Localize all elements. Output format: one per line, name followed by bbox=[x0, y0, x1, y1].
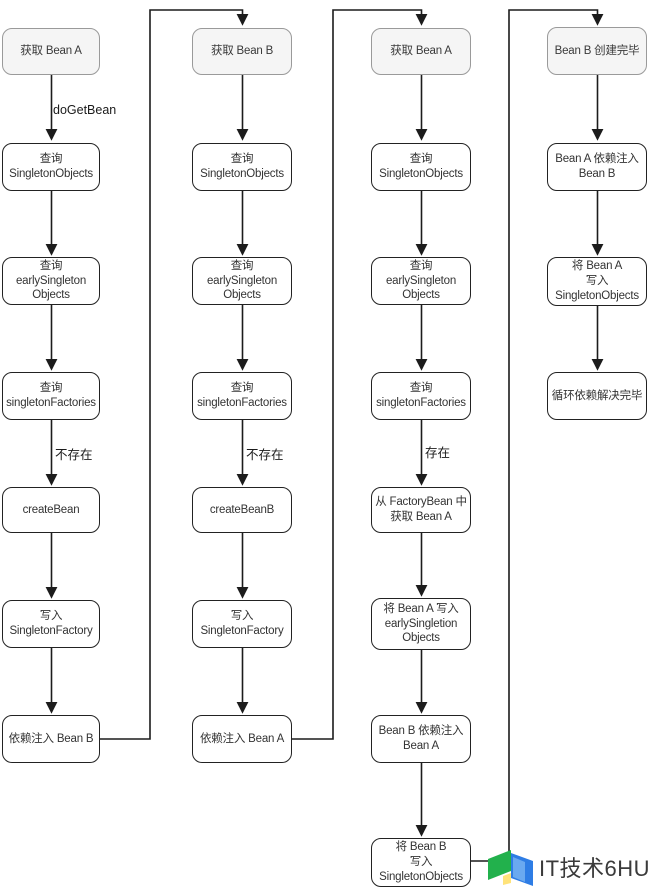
node-c1-write-singleton-factory: 写入 SingletonFactory bbox=[2, 600, 100, 648]
node-c1-query-singleton-objects: 查询 SingletonObjects bbox=[2, 143, 100, 191]
column-arrows bbox=[45, 75, 604, 837]
node-c1-query-singleton-factories: 查询 singletonFactories bbox=[2, 372, 100, 420]
node-c3-write-bean-a-early-singleton: 将 Bean A 写入 earlySingletion Objects bbox=[371, 598, 471, 650]
node-c2-get-bean-b: 获取 Bean B bbox=[192, 28, 292, 75]
node-c2-query-early-singleton-objects: 查询 earlySingleton Objects bbox=[192, 257, 292, 305]
node-c1-query-early-singleton-objects: 查询 earlySingleton Objects bbox=[2, 257, 100, 305]
node-c2-query-singleton-factories: 查询 singletonFactories bbox=[192, 372, 292, 420]
node-c2-write-singleton-factory: 写入 SingletonFactory bbox=[192, 600, 292, 648]
watermark: IT技术6HU bbox=[487, 846, 650, 888]
watermark-logo-icon bbox=[488, 850, 533, 886]
edge-label-c2-not-exist: 不存在 bbox=[246, 448, 284, 462]
node-c1-di-bean-b: 依赖注入 Bean B bbox=[2, 715, 100, 763]
node-c3-write-bean-b-singleton-objects: 将 Bean B 写入 SingletonObjects bbox=[371, 838, 471, 887]
edge-label-dogetbean: doGetBean bbox=[53, 103, 117, 117]
edge-label-c1-not-exist: 不存在 bbox=[55, 448, 93, 462]
node-c2-di-bean-a: 依赖注入 Bean A bbox=[192, 715, 292, 763]
node-c1-create-bean: createBean bbox=[2, 487, 100, 533]
node-c4-bean-b-created: Bean B 创建完毕 bbox=[547, 27, 647, 75]
node-c3-bean-b-di-bean-a: Bean B 依赖注入 Bean A bbox=[371, 715, 471, 763]
node-c1-get-bean-a: 获取 Bean A bbox=[2, 28, 100, 75]
edge-label-c3-exist: 存在 bbox=[425, 446, 451, 460]
node-c3-query-singleton-objects: 查询 SingletonObjects bbox=[371, 143, 471, 191]
node-c2-create-bean-b: createBeanB bbox=[192, 487, 292, 533]
node-c4-write-bean-a-singleton-objects: 将 Bean A 写入 SingletonObjects bbox=[547, 257, 647, 306]
watermark-text: IT技术6HU bbox=[539, 856, 651, 881]
node-c2-query-singleton-objects: 查询 SingletonObjects bbox=[192, 143, 292, 191]
node-c4-bean-a-di-bean-b: Bean A 依赖注入 Bean B bbox=[547, 143, 647, 191]
node-c3-get-bean-a: 获取 Bean A bbox=[371, 28, 471, 75]
node-c3-get-bean-a-from-factorybean: 从 FactoryBean 中 获取 Bean A bbox=[371, 487, 471, 533]
node-c3-query-singleton-factories: 查询 singletonFactories bbox=[371, 372, 471, 420]
cross-column-connectors bbox=[100, 9, 604, 862]
node-c4-circular-dependency-resolved: 循环依赖解决完毕 bbox=[547, 372, 647, 420]
node-c3-query-early-singleton-objects: 查询 earlySingleton Objects bbox=[371, 257, 471, 305]
